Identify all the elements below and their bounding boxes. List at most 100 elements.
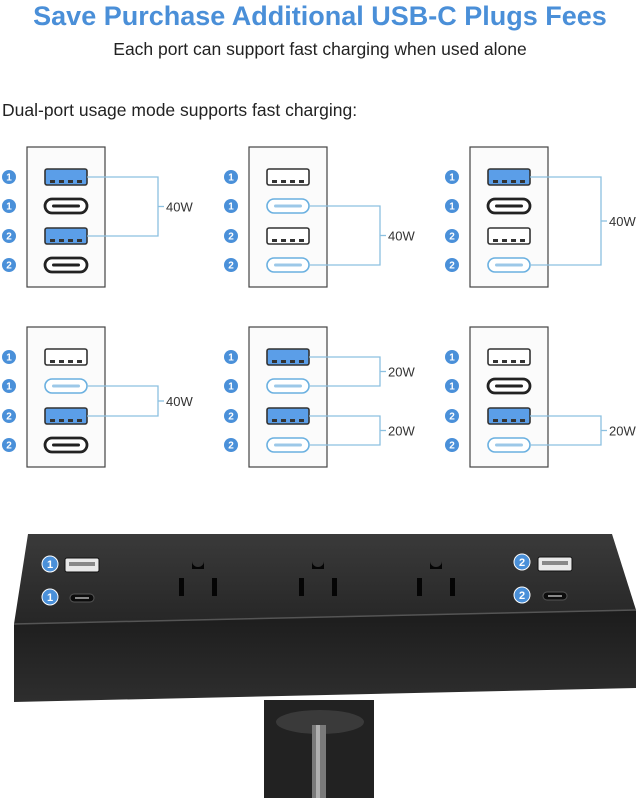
usb-a-port-icon — [266, 348, 310, 366]
svg-text:2: 2 — [449, 261, 455, 272]
port-diagram-grid: 112240W112240W112240W112240W112220W20W11… — [2, 146, 636, 468]
port-number-badge: 1 — [224, 379, 238, 393]
usb-a-port-icon — [266, 407, 310, 425]
usb-c-port-icon — [266, 198, 310, 214]
usb-a-port-icon — [487, 168, 531, 186]
svg-text:1: 1 — [228, 353, 234, 364]
usb-c-port-icon — [486, 197, 532, 215]
usb-c-port-icon — [44, 378, 88, 394]
usb-a-port-icon — [64, 557, 100, 573]
svg-text:2: 2 — [228, 261, 234, 272]
subline: Each port can support fast charging when… — [113, 39, 527, 59]
port-number-badge: 2 — [2, 438, 16, 452]
headline: Save Purchase Additional USB-C Plugs Fee… — [33, 1, 607, 31]
usb-c-port-icon — [487, 437, 531, 453]
svg-text:1: 1 — [47, 559, 53, 571]
wattage-label: 40W — [388, 229, 415, 244]
usb-c-port-icon — [266, 437, 310, 453]
ac-outlet-icon — [299, 561, 337, 596]
usb-c-port-icon — [43, 436, 89, 454]
port-number-badge: 2 — [445, 438, 459, 452]
port-number-badge: 1 — [2, 170, 16, 184]
wattage-label: 20W — [609, 424, 636, 439]
port-number-badge: 1 — [445, 350, 459, 364]
svg-text:1: 1 — [6, 202, 12, 213]
port-panel: 1 1 2 2 40W — [224, 146, 415, 288]
svg-text:1: 1 — [47, 592, 53, 604]
svg-text:1: 1 — [228, 202, 234, 213]
svg-text:1: 1 — [228, 173, 234, 184]
svg-text:2: 2 — [6, 261, 12, 272]
port-number-badge: 2 — [224, 229, 238, 243]
wattage-label: 40W — [166, 394, 193, 409]
usb-c-port-icon — [69, 593, 95, 603]
usb-c-port-icon — [43, 256, 89, 274]
svg-text:2: 2 — [519, 590, 525, 602]
svg-text:1: 1 — [449, 173, 455, 184]
usb-c-port-icon — [486, 377, 532, 395]
svg-text:2: 2 — [228, 441, 234, 452]
usb-c-port-icon — [542, 591, 568, 601]
usb-a-port-icon — [487, 407, 531, 425]
svg-text:2: 2 — [6, 232, 12, 243]
ac-outlet-icon — [179, 561, 217, 596]
power-strip: 1 1 2 2 — [13, 534, 637, 798]
usb-a-port-icon — [44, 348, 88, 366]
usb-a-port-icon — [44, 407, 88, 425]
port-panel: 1 1 2 2 40W — [2, 146, 193, 288]
port-number-badge: 2 — [445, 409, 459, 423]
usb-c-port-icon — [266, 257, 310, 273]
svg-text:1: 1 — [6, 382, 12, 393]
svg-text:2: 2 — [6, 441, 12, 452]
usb-c-port-icon — [487, 257, 531, 273]
port-number-badge: 1 — [41, 588, 59, 606]
usb-c-port-icon — [43, 197, 89, 215]
usb-a-port-icon — [44, 168, 88, 186]
wattage-label: 20W — [388, 424, 415, 439]
svg-text:2: 2 — [228, 412, 234, 423]
ac-outlet-icon — [417, 561, 455, 596]
port-number-badge: 1 — [445, 199, 459, 213]
mode-title: Dual-port usage mode supports fast charg… — [2, 100, 358, 120]
port-number-badge: 1 — [2, 350, 16, 364]
usb-a-port-icon — [487, 348, 531, 366]
svg-text:2: 2 — [519, 557, 525, 569]
port-panel: 1 1 2 2 20W 20W — [224, 326, 415, 468]
port-panel: 1 1 2 2 20W — [445, 326, 636, 468]
port-number-badge: 1 — [41, 555, 59, 573]
port-number-badge: 2 — [513, 553, 531, 571]
wattage-label: 20W — [388, 365, 415, 380]
usb-a-port-icon — [44, 227, 88, 245]
svg-text:1: 1 — [449, 353, 455, 364]
wattage-label: 40W — [609, 214, 636, 229]
usb-a-port-icon — [266, 168, 310, 186]
wattage-label: 40W — [166, 200, 193, 215]
usb-a-port-icon — [266, 227, 310, 245]
svg-text:2: 2 — [228, 232, 234, 243]
port-number-badge: 1 — [224, 199, 238, 213]
svg-text:1: 1 — [449, 202, 455, 213]
port-number-badge: 1 — [2, 199, 16, 213]
svg-text:2: 2 — [449, 232, 455, 243]
port-number-badge: 1 — [445, 379, 459, 393]
port-number-badge: 2 — [2, 258, 16, 272]
usb-c-port-icon — [266, 378, 310, 394]
strip-top-face — [14, 534, 636, 624]
strip-front-face — [14, 610, 636, 702]
port-number-badge: 1 — [445, 170, 459, 184]
port-number-badge: 2 — [224, 409, 238, 423]
port-number-badge: 2 — [2, 229, 16, 243]
port-number-badge: 2 — [224, 258, 238, 272]
svg-text:1: 1 — [228, 382, 234, 393]
usb-a-port-icon — [537, 556, 573, 572]
svg-text:1: 1 — [6, 173, 12, 184]
port-number-badge: 2 — [445, 258, 459, 272]
port-number-badge: 2 — [2, 409, 16, 423]
port-panel: 1 1 2 2 40W — [2, 326, 193, 468]
port-number-badge: 1 — [2, 379, 16, 393]
port-number-badge: 2 — [445, 229, 459, 243]
usb-a-port-icon — [487, 227, 531, 245]
clamp-knob — [276, 710, 364, 734]
svg-text:2: 2 — [6, 412, 12, 423]
port-number-badge: 2 — [224, 438, 238, 452]
